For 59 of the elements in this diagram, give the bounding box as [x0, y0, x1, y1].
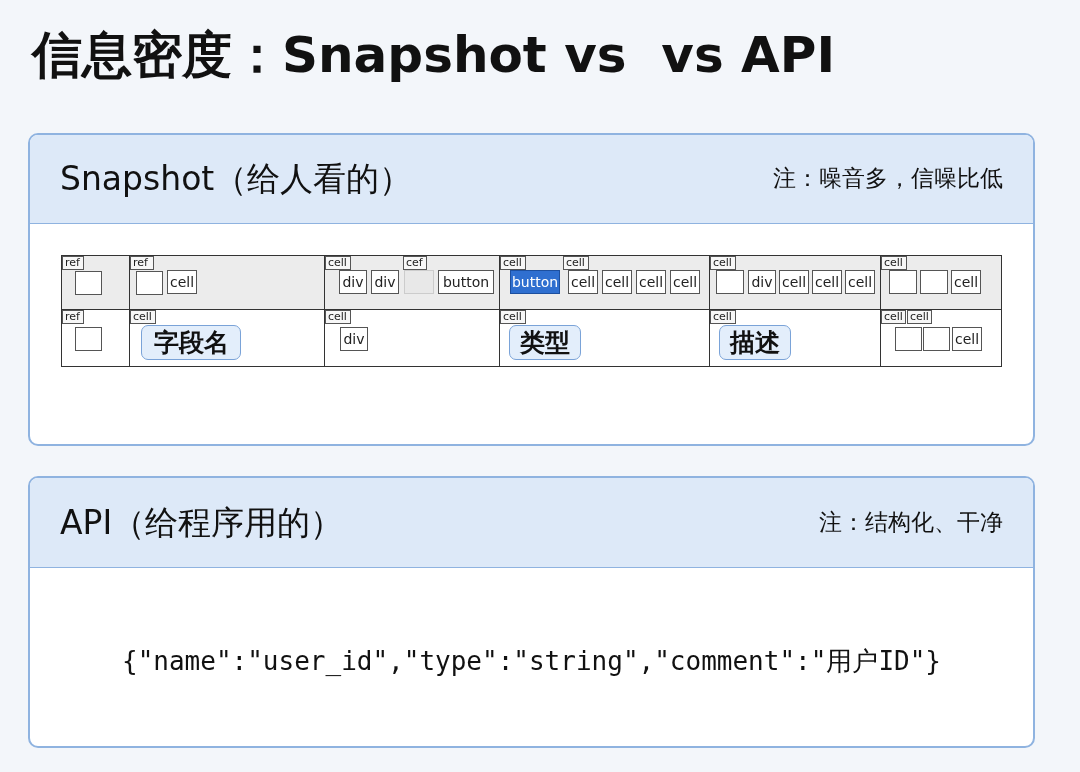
tag-label: cell [500, 256, 526, 270]
element-box: cell [636, 270, 666, 294]
tag-label: cell [881, 310, 906, 324]
empty-box [75, 271, 102, 295]
tag-label: ref [62, 256, 84, 270]
tag-label: cell [881, 256, 907, 270]
element-box: cell [845, 270, 875, 294]
empty-box [75, 327, 102, 351]
tag-label: cef [403, 256, 427, 270]
element-box: cell [952, 327, 982, 351]
table-cell [324, 309, 500, 367]
table-cell [324, 255, 500, 310]
element-box: cell [568, 270, 598, 294]
note-text: 注：结构化、干净 [819, 507, 1003, 537]
table-cell [880, 309, 1002, 367]
empty-box [404, 270, 434, 294]
tag-label: cell [325, 256, 351, 270]
empty-box [136, 271, 163, 295]
tag-label: cell [710, 256, 736, 270]
tag-label: cell [130, 310, 156, 324]
table-cell [709, 255, 881, 310]
table-cell [61, 309, 130, 367]
panel-heading: Snapshot（给人看的） [60, 158, 413, 200]
element-box: cell [951, 270, 981, 294]
element-box: cell [779, 270, 809, 294]
note-text: 注：噪音多，信噪比低 [773, 164, 1003, 193]
empty-box [716, 270, 744, 294]
panel-heading: API（给程序用的） [60, 501, 344, 544]
element-box: div [339, 270, 367, 294]
empty-box [889, 270, 917, 294]
tag-label: cell [500, 310, 526, 324]
field-chip: 类型 [509, 325, 581, 360]
element-box: div [340, 327, 368, 351]
tag-label: cell [907, 310, 932, 324]
element-box: cell [812, 270, 842, 294]
table-cell [709, 309, 881, 367]
table-cell [499, 309, 710, 367]
table-cell [61, 255, 130, 310]
tag-label: ref [130, 256, 154, 270]
element-box: div [748, 270, 776, 294]
table-cell [129, 255, 325, 310]
element-box: cell [167, 270, 197, 294]
highlighted-element-box: button [510, 270, 560, 294]
field-chip: 字段名 [141, 325, 241, 360]
element-box: div [371, 270, 399, 294]
table-cell [880, 255, 1002, 310]
code-text: {"name":"user_id","type":"string","comment":"用户ID"} [121, 645, 942, 678]
element-box: button [438, 270, 494, 294]
field-chip: 描述 [719, 325, 791, 360]
empty-box [920, 270, 948, 294]
tag-label: cell [325, 310, 351, 324]
page-title: 信息密度：Snapshot vs vs API [32, 25, 836, 86]
table-cell [499, 255, 710, 310]
element-box: cell [670, 270, 700, 294]
tag-label: ref [62, 310, 84, 324]
table-cell [129, 309, 325, 367]
element-box: cell [602, 270, 632, 294]
tag-label: cell [563, 256, 589, 270]
tag-label: cell [710, 310, 736, 324]
